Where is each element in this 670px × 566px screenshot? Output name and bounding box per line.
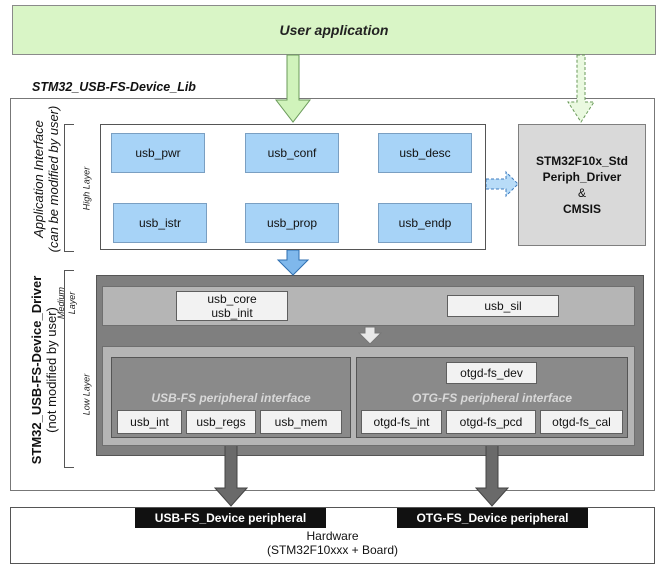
module-usb-int: usb_int: [117, 410, 182, 434]
highlayer-to-stddriver-arrow: [485, 170, 519, 198]
std-periph-driver-box: STM32F10x_Std Periph_Driver & CMSIS: [518, 124, 646, 246]
usbfs-interface-title: USB-FS peripheral interface: [151, 391, 311, 405]
lib-container: [10, 98, 655, 491]
hardware-box: Hardware (STM32F10xxx + Board): [10, 507, 655, 564]
lib-title: STM32_USB-FS-Device_Lib: [32, 80, 196, 94]
otgfs-to-hardware-arrow: [474, 436, 510, 507]
module-otgd-fs-int: otgd-fs_int: [361, 410, 442, 434]
driver-bracket: [64, 270, 74, 468]
hardware-label: Hardware: [306, 529, 359, 543]
usb-core-box: usb_core usb_init: [176, 291, 288, 321]
high-layer-bracket: [64, 124, 74, 252]
otgfs-device-peripheral: OTG-FS_Device peripheral: [397, 508, 588, 528]
module-usb-pwr: usb_pwr: [111, 133, 205, 173]
std-driver-amp: &: [577, 186, 586, 200]
std-driver-line1: STM32F10x_Std: [535, 154, 629, 168]
highlayer-to-driver-arrow: [276, 249, 310, 276]
module-usb-istr: usb_istr: [113, 203, 207, 243]
medium-to-low-arrow: [357, 326, 383, 345]
user-application-box: User application: [12, 5, 656, 55]
module-otgd-fs-dev: otgd-fs_dev: [446, 362, 537, 384]
usbfs-device-peripheral: USB-FS_Device peripheral: [135, 508, 326, 528]
std-driver-line3: CMSIS: [562, 202, 601, 216]
usb-init-label: usb_init: [211, 306, 253, 320]
hardware-sub-label: (STM32F10xxx + Board): [266, 543, 399, 557]
module-usb-desc: usb_desc: [378, 133, 472, 173]
usbfs-to-hardware-arrow: [213, 436, 249, 507]
user-to-highlayer-arrow: [274, 54, 312, 123]
usb-core-label: usb_core: [207, 292, 257, 306]
module-usb-prop: usb_prop: [245, 203, 339, 243]
module-usb-endp: usb_endp: [378, 203, 472, 243]
module-usb-mem: usb_mem: [260, 410, 342, 434]
user-application-label: User application: [279, 22, 389, 38]
module-otgd-fs-pcd: otgd-fs_pcd: [446, 410, 536, 434]
user-to-stddriver-arrow: [567, 54, 595, 123]
usb-sil-box: usb_sil: [447, 295, 559, 317]
otgfs-interface-title: OTG-FS peripheral interface: [411, 391, 573, 405]
module-usb-regs: usb_regs: [186, 410, 256, 434]
module-usb-conf: usb_conf: [245, 133, 339, 173]
module-otgd-fs-cal: otgd-fs_cal: [540, 410, 623, 434]
std-driver-line2: Periph_Driver: [542, 170, 622, 184]
